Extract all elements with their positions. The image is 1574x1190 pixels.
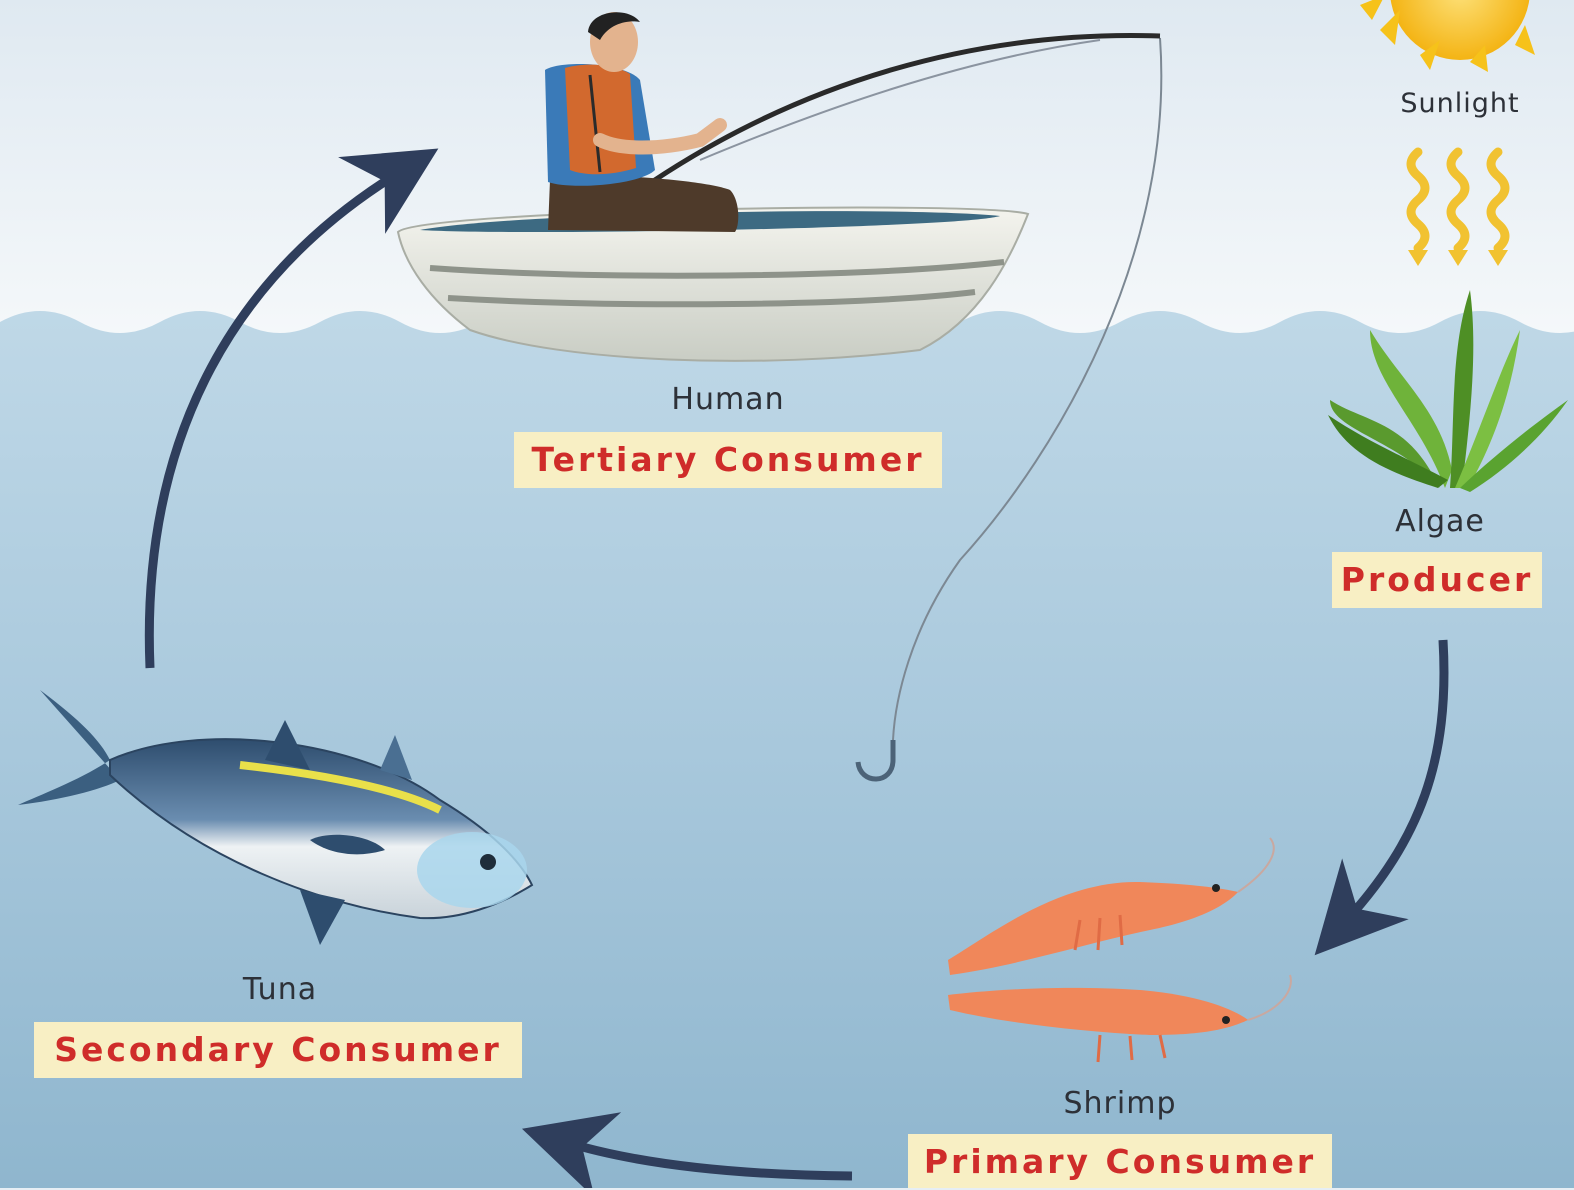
- water: [0, 311, 1574, 1188]
- tuna-name-label: Tuna: [242, 972, 318, 1007]
- arrow-algae-to-shrimp: [1314, 639, 1449, 956]
- algae-icon: [1328, 290, 1568, 492]
- algae-role-label: Producer: [1332, 552, 1542, 608]
- fishing-rod: [638, 33, 1161, 193]
- sun-icon: [1360, 0, 1535, 72]
- fishing-line: [892, 37, 1163, 741]
- sunlight-label: Sunlight: [1400, 88, 1520, 119]
- tuna-icon: [18, 690, 534, 945]
- algae-name-label: Algae: [1395, 504, 1485, 539]
- tuna-role-label: Secondary Consumer: [34, 1022, 522, 1078]
- shrimp-role-label: Primary Consumer: [908, 1134, 1332, 1188]
- fisherman-icon: [545, 12, 739, 232]
- shrimp-name-label: Shrimp: [1063, 1086, 1177, 1121]
- sunlight-rays-icon: [1406, 147, 1510, 253]
- arrow-shrimp-to-tuna: [521, 1112, 853, 1188]
- arrow-tuna-to-human: [144, 148, 439, 669]
- human-role-label: Tertiary Consumer: [514, 432, 942, 488]
- shrimp-icon: [948, 837, 1292, 1063]
- hook-icon: [855, 740, 896, 782]
- human-name-label: Human: [671, 382, 785, 417]
